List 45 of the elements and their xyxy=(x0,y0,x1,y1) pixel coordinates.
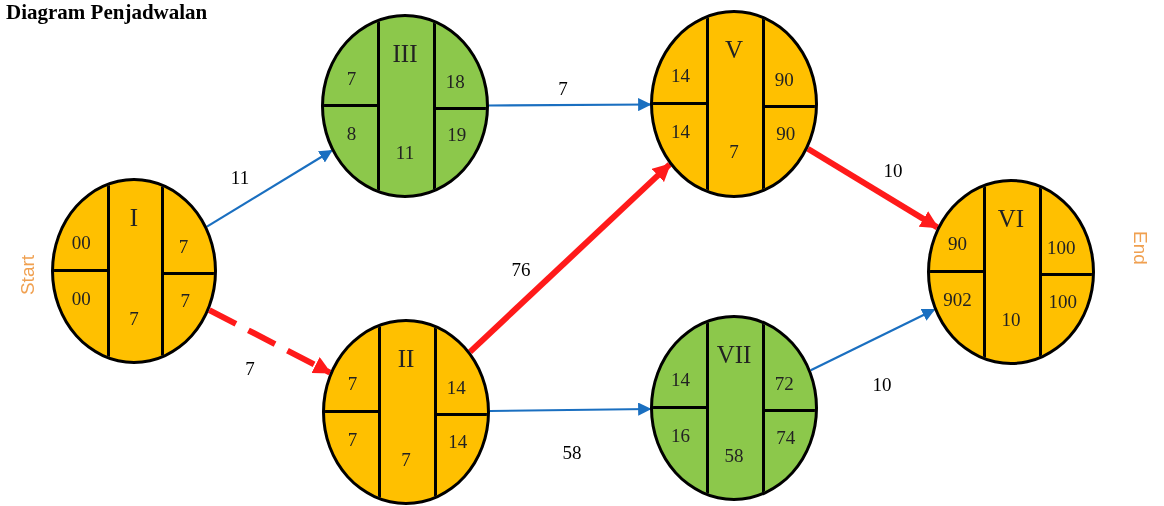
arrow xyxy=(206,149,333,228)
early-finish: 7 xyxy=(178,236,189,256)
early-finish: 14 xyxy=(446,377,466,397)
early-start: 14 xyxy=(671,369,691,389)
side-label: Start xyxy=(17,254,37,296)
arrow xyxy=(489,98,652,112)
arrow xyxy=(806,146,939,230)
node-name: V xyxy=(724,36,744,62)
arrow xyxy=(810,308,936,372)
early-finish: 90 xyxy=(774,69,794,88)
late-start: 14 xyxy=(671,121,691,141)
duration: 7 xyxy=(729,141,739,161)
early-finish: 100 xyxy=(1046,237,1076,257)
duration: 10 xyxy=(1001,309,1021,329)
early-finish: 18 xyxy=(445,71,465,91)
late-finish: 90 xyxy=(776,123,796,143)
early-start: 7 xyxy=(347,373,358,393)
arrow xyxy=(468,162,672,355)
early-start: 00 xyxy=(71,232,91,252)
duration: 11 xyxy=(395,142,415,162)
arrow xyxy=(490,402,652,416)
node-name: VII xyxy=(716,341,752,367)
late-finish: 19 xyxy=(447,124,467,144)
early-start: 90 xyxy=(948,233,968,253)
node-name: III xyxy=(392,40,418,66)
late-start: 7 xyxy=(347,429,358,449)
early-finish: 72 xyxy=(774,373,794,393)
late-finish: 7 xyxy=(180,290,190,310)
late-start: 8 xyxy=(346,123,357,143)
early-start: 7 xyxy=(346,68,357,87)
late-finish: 74 xyxy=(776,427,796,447)
node-name: I xyxy=(129,204,139,230)
node-name: II xyxy=(397,345,415,371)
early-start: 14 xyxy=(671,65,691,85)
late-start: 16 xyxy=(671,425,691,445)
late-finish: 14 xyxy=(448,431,468,451)
late-start: 902 xyxy=(943,289,972,309)
late-start: 00 xyxy=(71,288,91,308)
duration: 58 xyxy=(724,445,744,465)
duration: 7 xyxy=(129,308,139,328)
node-name: VI xyxy=(997,205,1025,231)
duration: 7 xyxy=(401,449,411,469)
diagram-title: Diagram Penjadwalan xyxy=(6,0,208,25)
late-finish: 100 xyxy=(1048,291,1078,311)
side-label: End xyxy=(1130,231,1150,265)
